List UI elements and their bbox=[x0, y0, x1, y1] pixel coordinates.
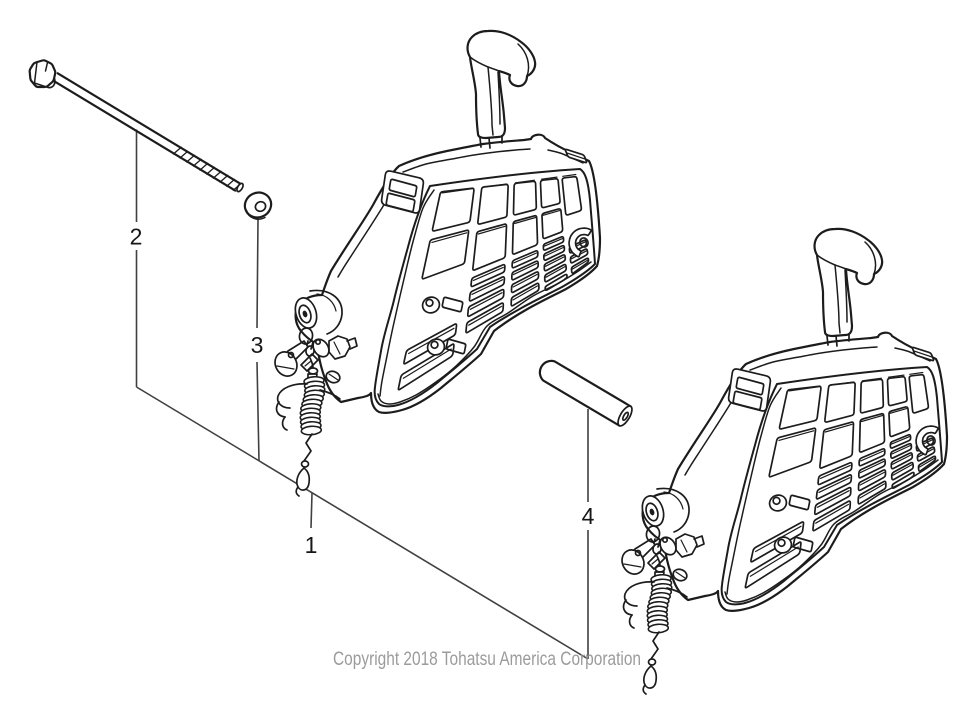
stop-switch-lanyard-end bbox=[295, 433, 313, 497]
copyright-text: Copyright 2018 Tohatsu America Corporati… bbox=[333, 648, 641, 670]
lanyard-coil bbox=[299, 375, 326, 436]
part-label-2: 2 bbox=[130, 224, 143, 250]
assembly-leader-diagonal bbox=[136, 386, 589, 660]
washer-part-3 bbox=[243, 191, 273, 220]
throttle-handle bbox=[466, 29, 537, 149]
bolt-part-2 bbox=[28, 59, 244, 193]
pin-part-4 bbox=[538, 359, 633, 427]
leader-lines bbox=[135, 129, 589, 660]
leader-line-1 bbox=[310, 492, 313, 529]
mounting-plate-grid bbox=[373, 168, 596, 408]
remote-control-box-main bbox=[274, 29, 602, 497]
ignition-key-switch bbox=[294, 289, 358, 360]
leader-line-3 bbox=[256, 218, 260, 462]
vent-hump bbox=[380, 170, 425, 214]
remote-control-box-duplicate bbox=[616, 227, 949, 696]
top-corner-tab bbox=[564, 148, 588, 164]
part-label-3: 3 bbox=[251, 332, 264, 358]
part-label-1: 1 bbox=[305, 532, 318, 558]
cord-loops bbox=[275, 370, 341, 431]
part-label-4: 4 bbox=[582, 503, 595, 529]
